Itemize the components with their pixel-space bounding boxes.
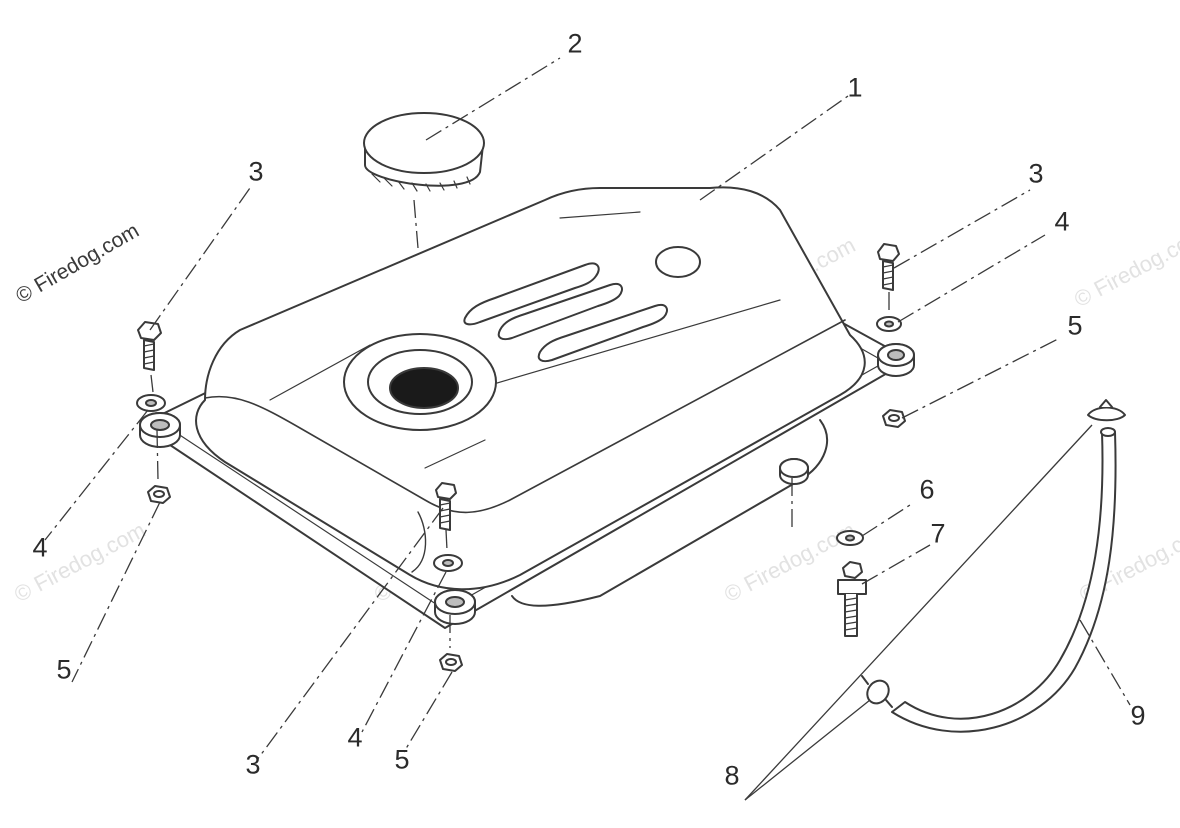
tank-sump: [511, 419, 829, 607]
axis-left-stack: [150, 374, 154, 393]
leader-3c: [893, 189, 1031, 269]
tank-body: [195, 186, 866, 591]
axis-center-stack: [445, 529, 448, 551]
leader-5c: [901, 337, 1061, 419]
nut-left: [147, 485, 171, 504]
tank-rib-3: [537, 304, 668, 363]
hose-clip-bottom: [861, 675, 893, 708]
fuel-cap: [363, 112, 485, 192]
tank-badge: [655, 246, 701, 278]
leader-4c: [897, 234, 1046, 323]
bolt-right: [877, 243, 900, 291]
callout-6: 6: [919, 474, 935, 505]
callout-7: 7: [930, 518, 946, 549]
leader-5a: [71, 501, 161, 683]
leader-3b: [256, 507, 444, 761]
washer-center: [433, 554, 463, 572]
callout-3-left: 3: [248, 156, 264, 187]
fuel-hose-end: [1100, 427, 1116, 437]
callout-8: 8: [724, 760, 740, 791]
rubber-mount-right: [877, 343, 915, 377]
leader-1: [699, 95, 849, 201]
fuel-hose-outer: [891, 431, 1117, 733]
callout-4-center: 4: [347, 722, 363, 753]
callout-4-right: 4: [1054, 206, 1070, 237]
callout-4-left: 4: [32, 532, 48, 563]
leader-2: [425, 57, 561, 141]
leader-8b: [744, 699, 871, 801]
callout-9: 9: [1130, 700, 1146, 731]
rubber-mount-left: [139, 412, 181, 448]
washer-left: [136, 394, 166, 412]
tank-rib-2: [497, 283, 623, 341]
callout-3-center: 3: [245, 749, 261, 780]
axis-left-stack-2: [156, 429, 159, 481]
filler-neck-opening: [389, 367, 459, 409]
leader-5b: [403, 671, 453, 753]
fuel-fitting: [837, 561, 867, 637]
nut-bottom: [439, 653, 463, 672]
leader-9: [1079, 619, 1131, 706]
nut-right: [882, 409, 906, 428]
callout-5-right: 5: [1067, 310, 1083, 341]
tank-rib-1: [463, 262, 600, 326]
callout-1: 1: [847, 72, 863, 103]
tank-body-edge: [204, 319, 846, 514]
rubber-mount-bottom: [434, 589, 476, 625]
washer-drain: [836, 530, 864, 546]
axis-cap: [413, 199, 419, 249]
leader-4a: [44, 409, 149, 541]
bolt-center: [435, 482, 457, 531]
callout-5-left: 5: [56, 654, 72, 685]
callout-2: 2: [567, 28, 583, 59]
leader-3a: [149, 187, 251, 331]
callout-3-right: 3: [1028, 158, 1044, 189]
leader-7: [861, 544, 931, 585]
callout-5-center: 5: [394, 744, 410, 775]
rubber-mount-under: [779, 458, 809, 485]
washer-right: [876, 316, 902, 332]
leader-8a: [744, 424, 1093, 801]
leader-6: [861, 504, 911, 537]
bolt-left: [137, 321, 162, 371]
hose-clip-top: [1087, 399, 1126, 422]
